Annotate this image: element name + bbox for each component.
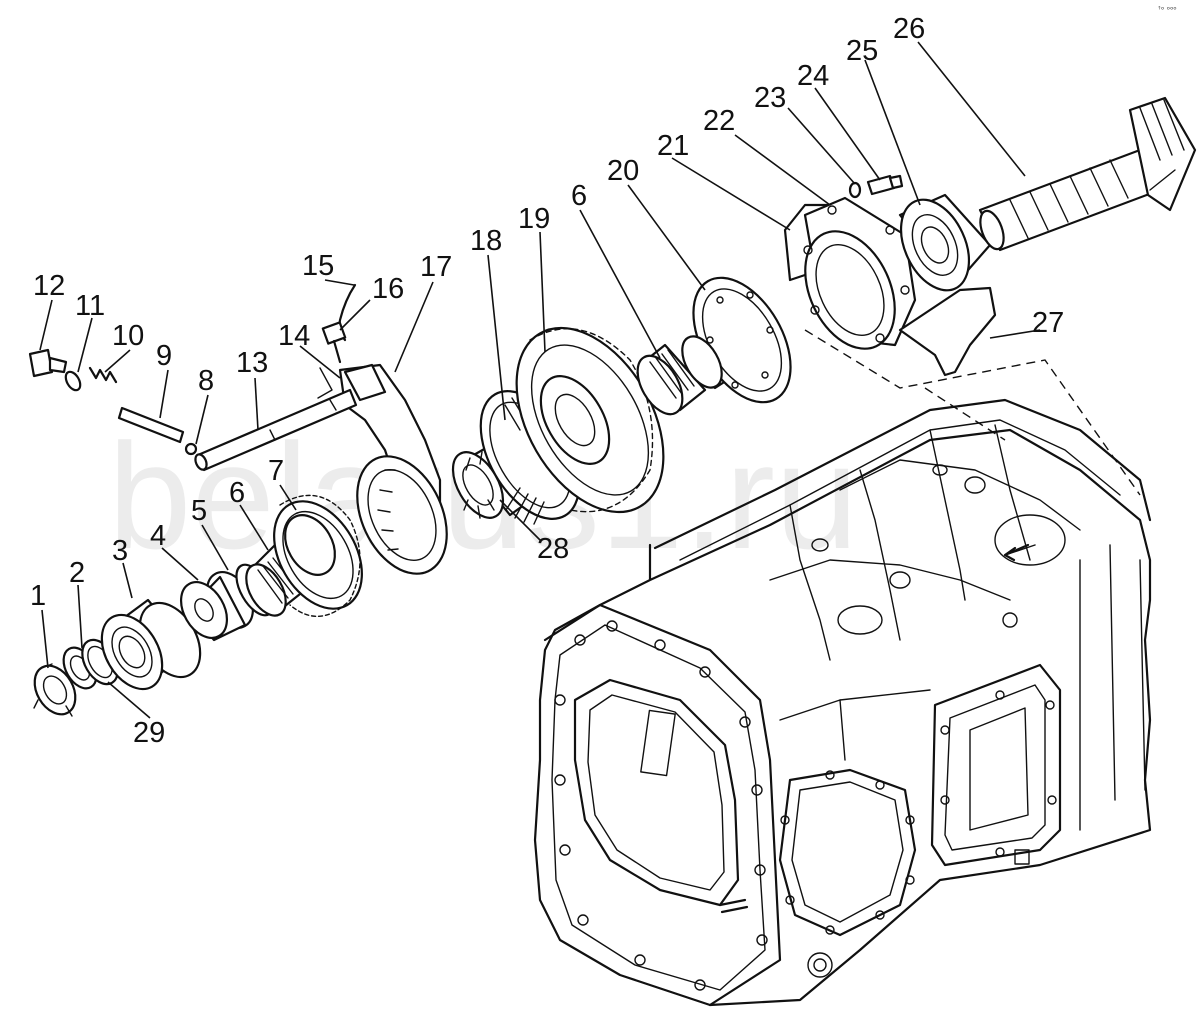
- callout-28: 28: [537, 533, 569, 565]
- callout-8: 8: [198, 365, 214, 397]
- part-12-bolt: [28, 348, 68, 378]
- callout-9: 9: [156, 340, 172, 372]
- callout-labels: 1 2 3 4 5 6 7 8 9 10 11 12 13 14 15 16 1…: [30, 13, 1064, 749]
- part-3-bearing: [100, 598, 202, 691]
- callout-6-front: 6: [229, 477, 245, 509]
- callout-25: 25: [846, 35, 878, 67]
- callout-18: 18: [470, 225, 502, 257]
- callout-1: 1: [30, 580, 46, 612]
- callout-29: 29: [133, 717, 165, 749]
- part-20-gear-shaft: [681, 276, 792, 404]
- callout-12: 12: [33, 270, 65, 302]
- part-6-needle-bearing-rear: [636, 343, 707, 416]
- part-24-bolt: [866, 174, 904, 196]
- callout-14: 14: [278, 320, 310, 352]
- part-1-nut: [33, 663, 77, 717]
- part-9-pin: [117, 406, 185, 444]
- part-13-shift-rod: [194, 388, 358, 472]
- callout-22: 22: [703, 105, 735, 137]
- callout-2: 2: [69, 557, 85, 589]
- callout-3: 3: [112, 535, 128, 567]
- callout-23: 23: [754, 82, 786, 114]
- callout-20: 20: [607, 155, 639, 187]
- callout-13: 13: [236, 347, 268, 379]
- part-17-shift-fork: [338, 363, 448, 575]
- part-11-washer: [64, 370, 82, 392]
- callout-19: 19: [518, 203, 550, 235]
- part-7-gear: [273, 494, 363, 618]
- callout-15: 15: [302, 250, 334, 282]
- assembly-guide-line: [804, 329, 1141, 496]
- callout-27: 27: [1032, 307, 1064, 339]
- callout-17: 17: [420, 251, 452, 283]
- part-16-set-screw: [321, 321, 347, 364]
- callout-4: 4: [150, 520, 166, 552]
- gearbox-housing: [533, 398, 1152, 1007]
- callout-11: 11: [75, 290, 105, 322]
- callout-10: 10: [112, 320, 144, 352]
- part-27-plate: [898, 286, 997, 377]
- corner-mark: ꜛᵒ ᵒᵒᵒ: [1158, 5, 1177, 14]
- callout-26: 26: [893, 13, 925, 45]
- part-10-spring: [88, 366, 118, 384]
- callout-7: 7: [268, 455, 284, 487]
- assembly-guide-line-2: [924, 387, 1006, 441]
- part-22-bearing-cup: [803, 196, 917, 350]
- part-23-washer: [848, 181, 862, 199]
- leader-lines: [39, 41, 1041, 719]
- part-19-large-gear: [515, 326, 665, 514]
- callout-24: 24: [797, 60, 829, 92]
- part-8-ball: [184, 442, 198, 456]
- callout-16: 16: [372, 273, 404, 305]
- part-26-bevel-pinion-shaft: [978, 96, 1197, 252]
- callout-5: 5: [191, 495, 207, 527]
- callout-21: 21: [657, 130, 689, 162]
- callout-6-rear: 6: [571, 180, 587, 212]
- part-14-detent: [317, 367, 333, 399]
- part-25-bearing: [898, 193, 992, 292]
